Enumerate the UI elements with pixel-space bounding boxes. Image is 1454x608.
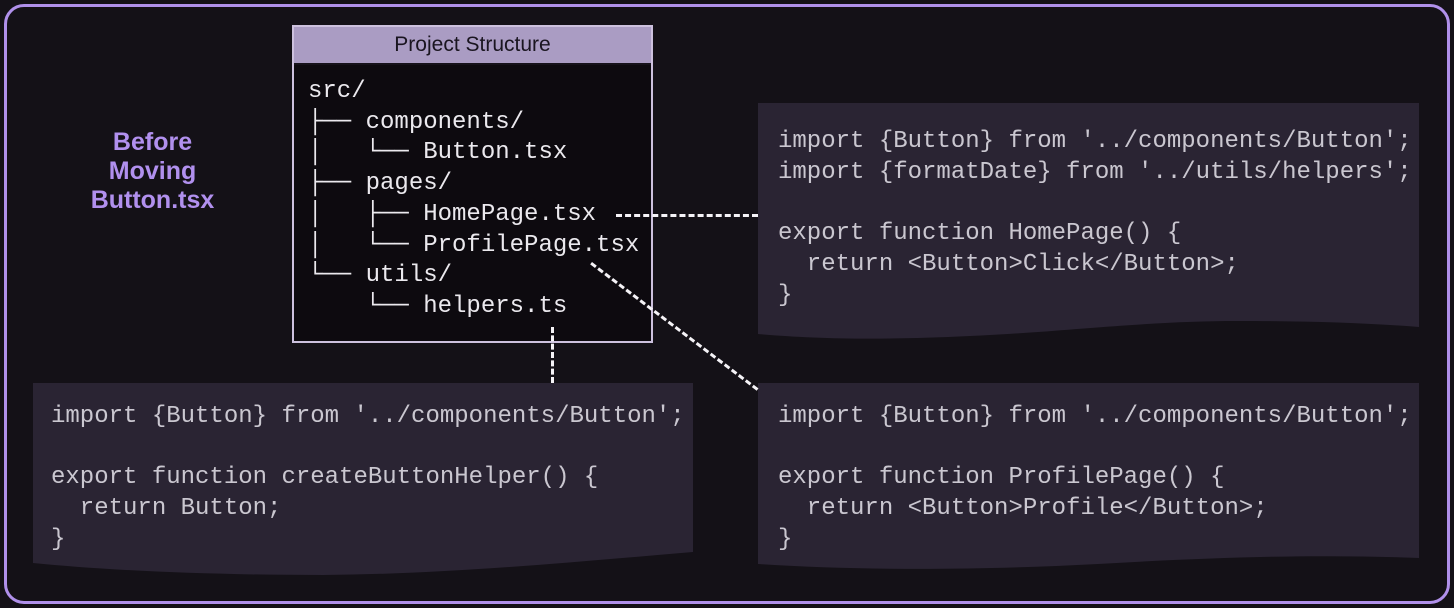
torn-edge-decoration: [758, 556, 1419, 576]
code-block-profilepage: import {Button} from '../components/Butt…: [758, 383, 1419, 576]
connector-helpers-line: [551, 327, 554, 383]
project-structure-panel: Project Structure src/ ├── components/ │…: [292, 25, 653, 343]
diagram-title: Before Moving Button.tsx: [55, 128, 250, 215]
title-line-1: Before: [112, 128, 193, 156]
code-homepage: import {Button} from '../components/Butt…: [778, 128, 1412, 309]
code-helpers: import {Button} from '../components/Butt…: [51, 403, 685, 553]
torn-edge-decoration: [33, 552, 693, 579]
title-line-3: Button.tsx: [90, 186, 215, 214]
torn-edge-decoration: [758, 321, 1419, 348]
file-tree: src/ ├── components/ │ └── Button.tsx ├─…: [308, 78, 640, 320]
project-structure-header: Project Structure: [294, 27, 651, 65]
code-profilepage: import {Button} from '../components/Butt…: [778, 403, 1412, 553]
code-block-helpers: import {Button} from '../components/Butt…: [33, 383, 693, 579]
connector-homepage-line: [616, 214, 758, 217]
title-line-2: Moving: [108, 157, 197, 185]
code-block-homepage: import {Button} from '../components/Butt…: [758, 103, 1419, 348]
